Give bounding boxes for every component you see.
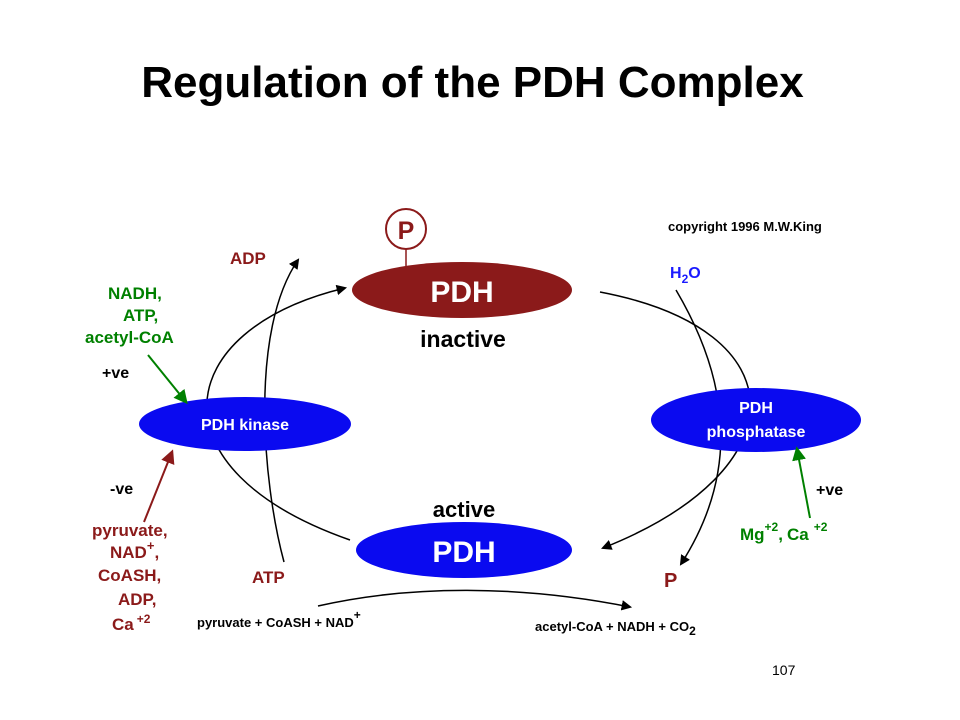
kinase-activator-1: NADH, — [108, 284, 162, 303]
kinase-inhibitor-sign: -ve — [110, 481, 133, 498]
phosphate-badge-label: P — [398, 217, 415, 245]
reaction-products: acetyl-CoA + NADH + CO2 — [535, 619, 696, 638]
kinase-inhibitor-1: pyruvate, — [92, 521, 168, 540]
phosphate-product-label: P — [664, 570, 677, 592]
kinase-inhibitor-arrow — [143, 449, 175, 523]
kinase-inhibitor-4: ADP, — [118, 590, 156, 609]
pdh-phosphatase-label-2: phosphatase — [707, 424, 806, 441]
pdh-kinase-label: PDH kinase — [201, 417, 289, 434]
phosphatase-activator-sign: +ve — [816, 482, 843, 499]
pdh-active-ellipse — [356, 522, 572, 578]
pdh-phosphatase-ellipse — [651, 388, 861, 452]
pdh-inactive-label: PDH — [430, 276, 493, 309]
phosphate-badge — [385, 208, 427, 250]
pdh-inactive-ellipse — [352, 262, 572, 318]
kinase-activator-arrow — [147, 354, 188, 405]
copyright-note: copyright 1996 M.W.King — [668, 219, 822, 234]
phosphatase-activators: Mg+2,Ca+2 — [740, 520, 828, 544]
h2o-label: H2O — [670, 265, 701, 286]
slide-number: 107 — [772, 662, 796, 678]
reaction-substrates: pyruvate + CoASH + NAD+ — [197, 608, 361, 630]
reaction-arrow — [317, 589, 633, 611]
kinase-inhibitor-2: NAD+, — [110, 538, 159, 562]
phosphatase-activator-arrow — [792, 446, 811, 519]
kinase-inhibitor-5: Ca+2 — [112, 612, 151, 634]
kinase-inhibitor-3: CoASH, — [98, 566, 161, 585]
pdh-phosphatase-label-1: PDH — [739, 400, 773, 417]
active-state-label: active — [433, 497, 495, 522]
slide-title: Regulation of the PDH Complex — [141, 58, 804, 107]
kinase-activator-2: ATP, — [123, 306, 158, 325]
pdh-kinase-ellipse — [139, 397, 351, 451]
kinase-activator-3: acetyl-CoA — [85, 328, 174, 347]
inactive-state-label: inactive — [420, 326, 506, 352]
atp-label: ATP — [252, 568, 285, 587]
pdh-active-label: PDH — [432, 536, 495, 569]
kinase-activator-sign: +ve — [102, 365, 129, 382]
adp-label: ADP — [230, 249, 266, 268]
